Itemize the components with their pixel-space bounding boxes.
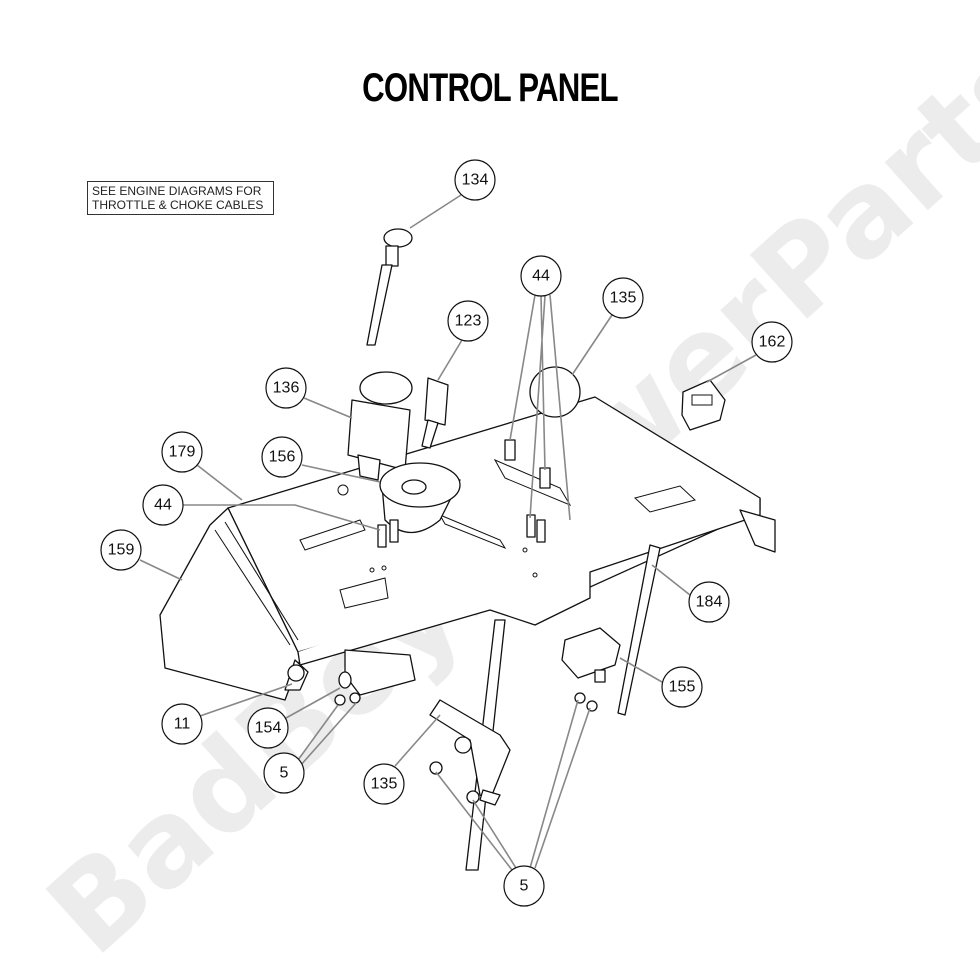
pto-switch [347, 371, 413, 481]
note-line-2: THROTTLE & CHOKE CABLES [92, 198, 264, 212]
callout-135: 135 [363, 763, 405, 805]
callout-156: 156 [261, 436, 303, 478]
callout-136: 136 [265, 367, 307, 409]
svg-text:159: 159 [108, 542, 135, 559]
callout-11: 11 [161, 703, 203, 745]
svg-text:44: 44 [532, 268, 550, 285]
cable [617, 544, 661, 716]
ignition-key [421, 377, 449, 449]
callout-155: 155 [661, 666, 703, 708]
svg-text:5: 5 [520, 878, 529, 895]
svg-text:156: 156 [269, 449, 296, 466]
callout-135: 135 [602, 277, 644, 319]
svg-text:179: 179 [169, 444, 196, 461]
callout-44: 44 [520, 255, 562, 297]
seat-switch [334, 649, 416, 706]
brake-switch [561, 627, 621, 712]
callout-162: 162 [751, 321, 793, 363]
callout-159: 159 [100, 529, 142, 571]
callout-179: 179 [161, 431, 203, 473]
page-title: CONTROL PANEL [362, 66, 618, 110]
bolt-11 [287, 664, 305, 682]
nut [429, 761, 443, 775]
engine-diagram-note: SEE ENGINE DIAGRAMS FOR THROTTLE & CHOKE… [87, 181, 274, 215]
svg-text:155: 155 [669, 679, 696, 696]
leader-lines [139, 194, 757, 871]
choke-cable-knob [366, 228, 413, 346]
svg-text:184: 184 [696, 594, 723, 611]
svg-text:134: 134 [462, 172, 489, 189]
control-panel-plate [159, 396, 776, 701]
callout-184: 184 [688, 581, 730, 623]
callout-134: 134 [454, 159, 496, 201]
callout-44: 44 [142, 484, 184, 526]
callout-5: 5 [263, 752, 305, 794]
callout-123: 123 [447, 300, 489, 342]
svg-text:11: 11 [174, 716, 191, 733]
ignition-switch [379, 462, 461, 533]
svg-text:154: 154 [255, 720, 282, 737]
callout-5: 5 [503, 865, 545, 907]
nut [466, 790, 480, 804]
svg-text:123: 123 [455, 313, 482, 330]
svg-text:162: 162 [759, 334, 786, 351]
note-line-1: SEE ENGINE DIAGRAMS FOR [92, 184, 262, 198]
bolts [377, 439, 551, 548]
svg-text:135: 135 [610, 290, 637, 307]
callout-154: 154 [247, 707, 289, 749]
svg-text:5: 5 [280, 765, 289, 782]
svg-text:135: 135 [371, 776, 398, 793]
svg-text:44: 44 [154, 497, 172, 514]
svg-text:136: 136 [273, 380, 300, 397]
